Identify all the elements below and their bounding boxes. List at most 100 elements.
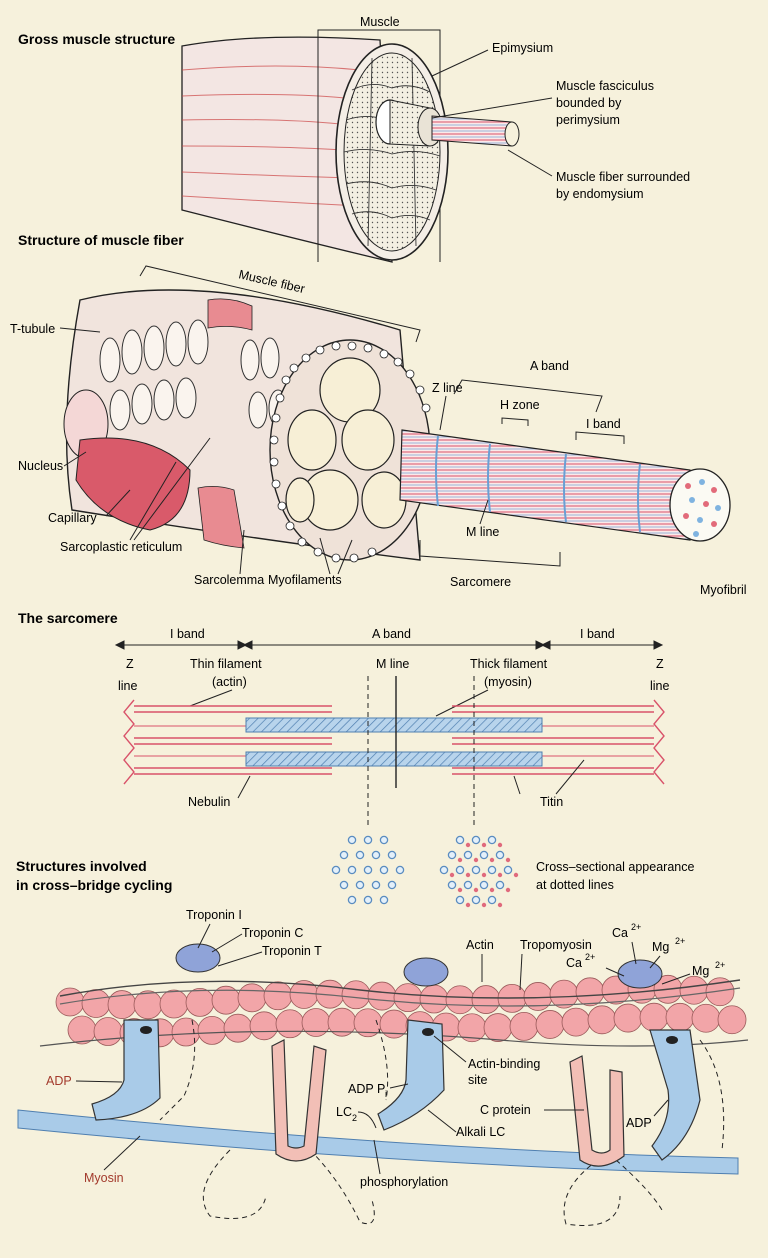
leader-lc2 (357, 1111, 377, 1129)
actin-monomer (535, 1010, 565, 1039)
label-adp-pi: ADP P (348, 1082, 385, 1096)
actin-monomer (223, 1013, 253, 1043)
actin-monomer (393, 983, 423, 1013)
section-title-crossbridge-2: in cross–bridge cycling (16, 877, 172, 893)
capillary (75, 437, 191, 531)
leader-troponin-i (197, 923, 211, 949)
sr-cisterna-top (207, 298, 253, 331)
actin-dot (465, 842, 471, 848)
label-myofibril: Myofibril (700, 583, 747, 597)
label-actin: Actin (466, 938, 494, 952)
leader-thin (189, 689, 233, 707)
thin-filaments (134, 705, 654, 775)
label-lc2: LC (336, 1105, 352, 1119)
leader-troponin-t (217, 951, 263, 967)
thick-filament-top (245, 717, 543, 733)
leader-sr-1 (129, 461, 177, 541)
muscle-bracket (317, 29, 441, 40)
label-nucleus: Nucleus (18, 459, 63, 473)
actin-dot (489, 857, 495, 863)
leader-nucleus (63, 451, 87, 467)
thick-filament-bottom (245, 751, 543, 767)
label-h-zone: H zone (500, 398, 540, 412)
myosin-heads (91, 1019, 701, 1161)
leader-sarcolemma (239, 529, 245, 575)
myosin-dot (439, 865, 449, 875)
label-nebulin: Nebulin (188, 795, 230, 809)
myosin-dot (347, 835, 357, 845)
actin-dot (481, 842, 487, 848)
myosin-dot (379, 895, 389, 905)
myosin-dot (455, 835, 465, 845)
actin-monomer (275, 1009, 305, 1039)
actin-dot (457, 887, 463, 893)
myosin-dot (339, 850, 349, 860)
actin-dot (505, 857, 511, 863)
leader-m-line (479, 499, 489, 525)
actin-monomer (613, 1003, 643, 1033)
tropomyosin-strand-1 (59, 979, 741, 999)
binding-mark-3 (666, 1036, 678, 1044)
actin-monomer (471, 985, 501, 1014)
actin-monomer (445, 985, 475, 1015)
myosin-dot (495, 880, 505, 890)
myosin-dot (387, 850, 397, 860)
myosin-dot (479, 880, 489, 890)
z-line-left (123, 699, 135, 785)
titin-filaments (134, 725, 654, 757)
label-sarc-a-band: A band (372, 627, 411, 641)
leader-myosin (103, 1135, 141, 1171)
myosin-dot (347, 895, 357, 905)
label-mg-1-charge: 2+ (675, 936, 685, 946)
fiber-bracket (139, 265, 421, 343)
myosin-dot (339, 880, 349, 890)
actin-monomer (639, 1002, 669, 1032)
fiber-end (504, 121, 520, 147)
leader-fasciculus (431, 97, 553, 119)
label-sarcolemma: Sarcolemma (194, 573, 264, 587)
myosin-dot (331, 865, 341, 875)
label-alkali-lc: Alkali LC (456, 1125, 505, 1139)
a-band-bracket (453, 379, 603, 413)
cross-section-left (331, 835, 405, 905)
section-title-gross: Gross muscle structure (18, 31, 175, 47)
leader-capillary (105, 489, 131, 517)
actin-dot (465, 902, 471, 908)
leader-ca-1 (631, 941, 637, 965)
leader-tropomyosin (519, 953, 523, 991)
myosin-dot (471, 865, 481, 875)
label-sarc-i-band-left: I band (170, 627, 205, 641)
myofibril-z-lines (435, 435, 641, 533)
label-sarcomere: Sarcomere (450, 575, 511, 589)
actin-monomer (679, 975, 709, 1005)
label-c-protein: C protein (480, 1103, 531, 1117)
actin-monomer (483, 1013, 513, 1042)
leader-titin (555, 759, 585, 795)
label-thin-2: (actin) (212, 675, 247, 689)
actin-monomer (691, 1003, 721, 1033)
myosin-head-alt-positions (159, 1019, 725, 1226)
label-fiber-1: Muscle fiber surrounded (556, 170, 690, 184)
h-zone-bracket (501, 417, 529, 426)
label-muscle-fiber: Muscle fiber (237, 267, 306, 296)
label-troponin-t: Troponin T (262, 944, 322, 958)
label-lc2-sub: 2 (352, 1113, 357, 1123)
label-actin-binding-1: Actin-binding (468, 1057, 540, 1071)
actin-monomer (263, 981, 293, 1011)
label-ca-1-charge: 2+ (631, 922, 641, 932)
leader-z-line (439, 395, 447, 431)
label-muscle: Muscle (360, 15, 400, 29)
myosin-dot (503, 865, 513, 875)
label-a-band: A band (530, 359, 569, 373)
label-sarc-i-band-right: I band (580, 627, 615, 641)
actin-dot (473, 887, 479, 893)
myosin-dot (487, 895, 497, 905)
myosin-dot (463, 880, 473, 890)
actin-monomer (81, 989, 111, 1018)
myofibril-end-dots (683, 479, 721, 537)
label-fasciculus-3: perimysium (556, 113, 620, 127)
leader-nebulin (237, 775, 251, 799)
leader-phosphorylation (373, 1139, 381, 1175)
tropomyosin-strand-2 (59, 987, 741, 1007)
actin-monomer (665, 1002, 695, 1032)
